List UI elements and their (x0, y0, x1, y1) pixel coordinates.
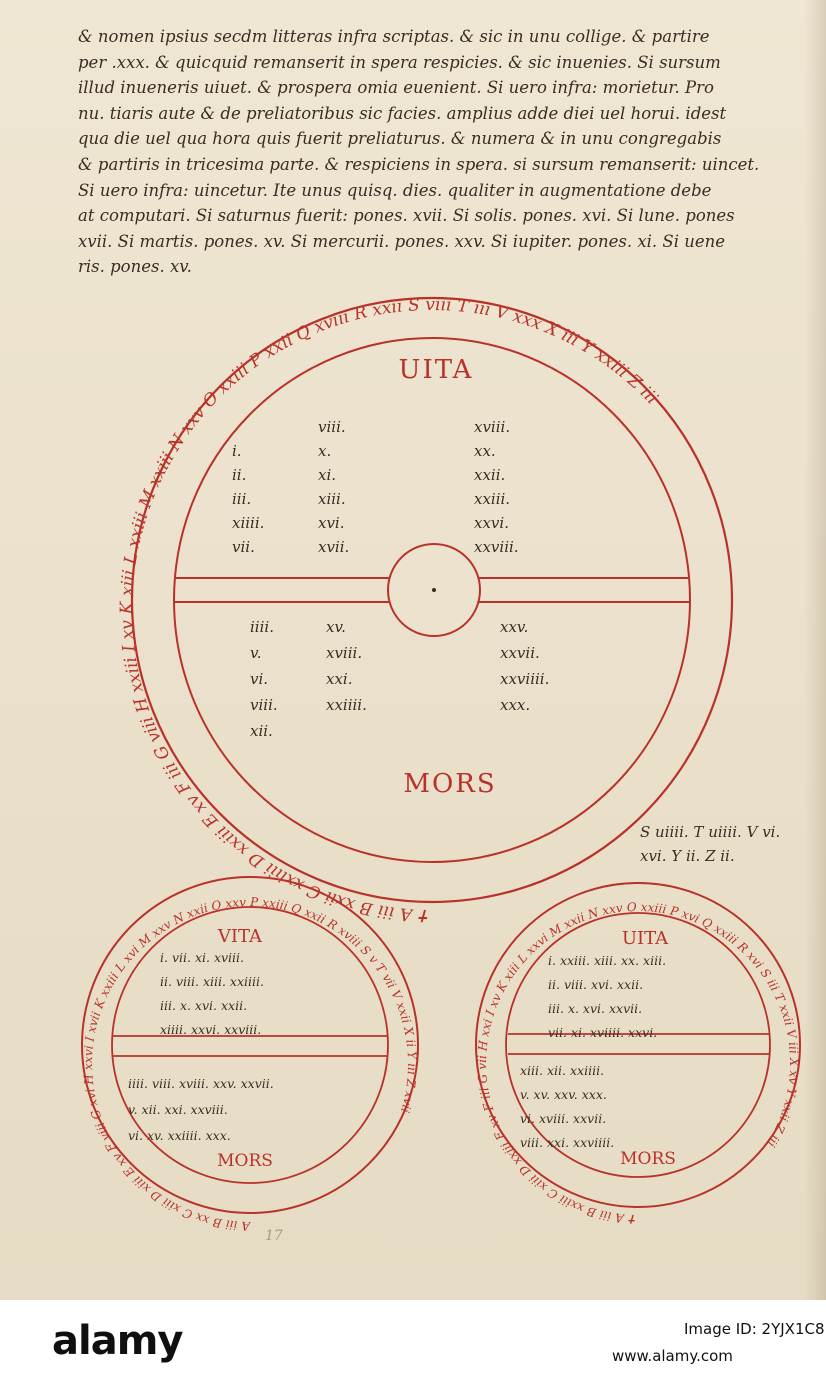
sphere-diagrams: ✝ A iii B xxii C xxiiii D xxiii E xv F i… (81, 295, 801, 1233)
small-sphere-left: A iii B xx C xiii D xiii E xv F viii G x… (81, 876, 419, 1233)
text-line: & nomen ipsius secdm litteras infra scri… (78, 27, 710, 46)
image-id: Image ID: 2YJX1C8 (684, 1320, 825, 1338)
table-cell: iii. x. xvi. xxvii. (548, 1001, 642, 1016)
table-cell: ii. (232, 466, 246, 484)
vita-number-table: i. xxiii. xiii. xx. xiii. ii. viii. xvi. … (548, 953, 666, 1040)
text-line: & partiris in tricesima parte. & respici… (78, 154, 760, 174)
table-cell: ii. viii. xiii. xxiiii. (160, 974, 264, 989)
table-cell: ii. viii. xvi. xxii. (548, 977, 643, 992)
table-cell: xxvii. (500, 644, 540, 662)
manuscript-text: & nomen ipsius secdm litteras infra scri… (78, 24, 818, 280)
table-cell: xxvi. (474, 514, 509, 532)
mors-number-table: xiii. xii. xxiiii. v. xv. xxv. xxx. vi. xv… (520, 1063, 614, 1150)
table-cell: x. (318, 442, 331, 460)
vita-label: UITA (622, 928, 669, 949)
side-note-line: S uiiii. T uiiii. V vi. (640, 823, 781, 841)
vita-label: UITA (399, 355, 474, 385)
table-cell: vii. xi. xviiii. xxvi. (548, 1025, 657, 1040)
text-line: xvii. Si martis. pones. xv. Si mercurii.… (78, 231, 726, 251)
side-note-line: xvi. Y ii. Z ii. (640, 847, 735, 865)
table-cell: v. xv. xxv. xxx. (520, 1087, 607, 1102)
table-cell: vi. xv. xxiiii. xxx. (128, 1128, 231, 1143)
table-cell: xiiii. xxvi. xxviii. (160, 1022, 261, 1037)
table-cell: xxiii. (474, 490, 510, 508)
table-cell: xviii. (474, 418, 510, 436)
table-cell: xiii. (318, 490, 346, 508)
table-cell: xiii. xii. xxiiii. (520, 1063, 604, 1078)
table-cell: iii. x. xvi. xxii. (160, 998, 247, 1013)
table-cell: v. xii. xxi. xxviii. (128, 1102, 228, 1117)
text-line: at computari. Si saturnus fuerit: pones.… (78, 206, 735, 226)
table-cell: xxii. (474, 466, 505, 484)
folio-number: 17 (265, 1228, 283, 1244)
table-cell: vi. (250, 670, 268, 688)
table-cell: viii. xxi. xxviiii. (520, 1135, 614, 1150)
ring-text: ✝ A iii B xxii C xxiiii D xxiii E xv F i… (117, 295, 662, 925)
table-cell: vii. (232, 538, 255, 556)
vita-label: VITA (217, 926, 263, 947)
mors-label: MORS (620, 1149, 676, 1169)
table-cell: viii. (318, 418, 346, 436)
table-cell: xiiii. (232, 514, 264, 532)
site-url: www.alamy.com (612, 1347, 733, 1365)
ring-letters: ✝ A iii B xxii C xxiiii D xxiii E xv F i… (117, 295, 662, 925)
table-cell: i. xxiii. xiii. xx. xiii. (548, 953, 666, 968)
table-cell: xii. (250, 722, 273, 740)
table-cell: vi. xviii. xxvii. (520, 1111, 606, 1126)
table-cell: i. (232, 442, 242, 460)
table-cell: v. (250, 644, 261, 662)
mors-label: MORS (403, 769, 496, 799)
side-note: S uiiii. T uiiii. V vi. xvi. Y ii. Z ii. (640, 820, 810, 868)
mors-number-table: iiii. viii. xviii. xxv. xxvii. v. xii. xx… (128, 1076, 274, 1143)
table-cell: xvi. (318, 514, 345, 532)
vita-number-table: i. vii. xi. xviii. ii. viii. xiii. xxiiii… (160, 950, 264, 1037)
table-cell: viii. (250, 696, 278, 714)
table-cell: xxviii. (474, 538, 519, 556)
table-cell: xv. (326, 618, 346, 636)
table-cell: i. vii. xi. xviii. (160, 950, 244, 965)
table-cell: iii. (232, 490, 251, 508)
text-line: illud inueneris uiuet. & prospera omia e… (78, 78, 714, 98)
text-line: qua die uel qua hora quis fuerit preliat… (78, 129, 722, 149)
table-cell: iiii. viii. xviii. xxv. xxvii. (128, 1076, 274, 1091)
watermark-footer (0, 1300, 826, 1390)
table-cell: xxviiii. (500, 670, 549, 688)
table-cell: xvii. (318, 538, 349, 556)
table-cell: xxi. (326, 670, 352, 688)
table-cell: xxx. (500, 696, 530, 714)
small-sphere-right: ✝ A iii B xxiii C xiii D xxiii E xv F ii… (475, 882, 801, 1226)
table-cell: xxv. (500, 618, 528, 636)
table-cell: xviii. (326, 644, 362, 662)
page-edge-shadow (804, 0, 826, 1300)
table-cell: xi. (318, 466, 336, 484)
mors-label: MORS (217, 1151, 273, 1171)
table-cell: xx. (474, 442, 496, 460)
text-line: ris. pones. xv. (78, 257, 192, 277)
text-line: nu. tiaris aute & de preliatoribus sic f… (78, 103, 727, 123)
text-line: per .xxx. & quicquid remanserit in spera… (78, 52, 721, 72)
text-line: Si uero infra: uincetur. Ite unus quisq.… (78, 180, 712, 200)
vita-number-table: viii. xviii. i. x. xx. ii. xi. xxii. iii. xiii. xx… (232, 418, 519, 556)
mors-number-table: iiii. xv. xxv. v. xviii. xxvii. vi. xxi. xxviiii… (250, 618, 549, 740)
table-cell: xxiiii. (326, 696, 367, 714)
alamy-logo: alamy (52, 1318, 183, 1364)
table-cell: iiii. (250, 618, 274, 636)
